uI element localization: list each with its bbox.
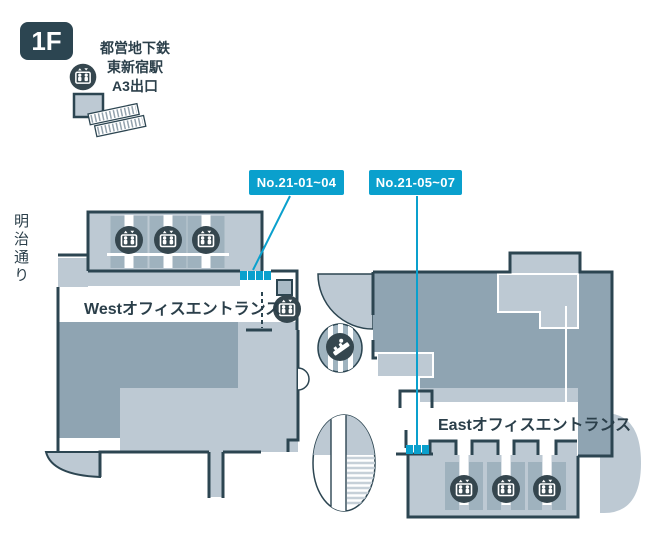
door-swing-arc <box>297 367 310 391</box>
floor-badge: 1F <box>20 22 73 60</box>
location-markers <box>240 195 429 454</box>
utility-box-shape <box>276 279 293 296</box>
station-line-operator: 都営地下鉄 <box>100 40 170 56</box>
station-line-name: 東新宿駅 <box>107 59 163 75</box>
leader-line-west <box>252 195 291 271</box>
stairs-icon <box>87 102 147 138</box>
elevator-icon <box>532 474 562 504</box>
elevator-icon <box>153 225 183 255</box>
curved-wall-shape <box>317 273 374 330</box>
east-entrance-label: Eastオフィスエントランス <box>438 417 632 434</box>
stair-treads <box>347 456 375 505</box>
west-building <box>44 210 310 498</box>
center-atrium <box>312 273 376 512</box>
station-exit-label: 都営地下鉄 東新宿駅 A3出口 <box>92 39 178 96</box>
location-label-east: No.21-05~07 <box>369 170 462 195</box>
west-entrance-label: Westオフィスエントランス <box>84 301 282 318</box>
street-name-label: 明治通り <box>12 213 29 285</box>
elevator-icon <box>449 474 479 504</box>
elevator-icon <box>491 474 521 504</box>
west-board-ticks <box>240 271 271 280</box>
stairs-area <box>312 414 376 512</box>
station-line-exit: A3出口 <box>112 78 158 94</box>
escalator-area <box>317 323 363 373</box>
east-board-ticks <box>406 445 429 454</box>
escalator-icon <box>326 333 354 361</box>
legend-subway-access <box>68 62 147 138</box>
east-building <box>371 251 614 519</box>
elevator-icon <box>191 225 221 255</box>
elevator-icon <box>114 225 144 255</box>
location-label-west: No.21-01~04 <box>249 170 344 195</box>
